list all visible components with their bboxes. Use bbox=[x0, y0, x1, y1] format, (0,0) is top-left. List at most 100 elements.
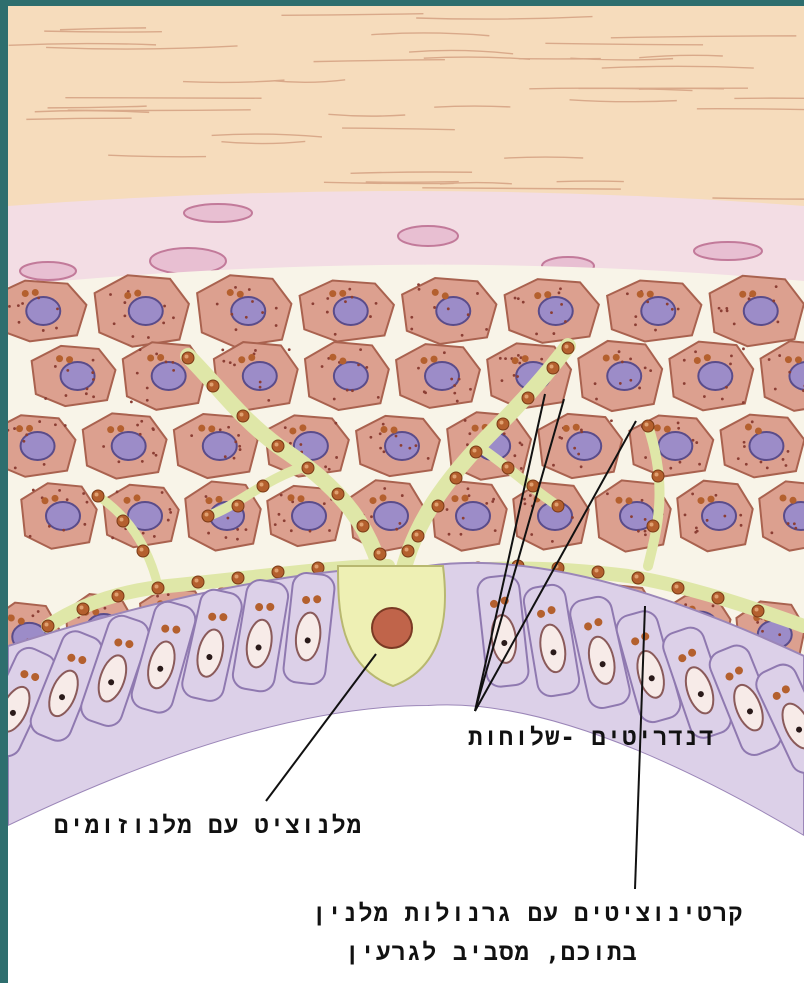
melanosome-highlight bbox=[45, 623, 49, 627]
cytoplasm-dot bbox=[427, 457, 430, 460]
cytoplasm-dot bbox=[326, 311, 329, 314]
cytoplasm-dot bbox=[54, 423, 57, 426]
cytoplasm-dot bbox=[83, 523, 86, 526]
cytoplasm-dot bbox=[116, 490, 119, 493]
keratinocyte-nucleus bbox=[539, 297, 573, 325]
cytoplasm-dot bbox=[698, 463, 701, 466]
melanosome bbox=[642, 420, 654, 432]
melanosome-highlight bbox=[240, 413, 244, 417]
melanosome-highlight bbox=[675, 585, 679, 589]
cytoplasm-dot bbox=[236, 538, 239, 541]
cytoplasm-dot bbox=[468, 432, 471, 435]
melanosome bbox=[92, 490, 104, 502]
melanin-granule bbox=[647, 291, 654, 298]
cytoplasm-dot bbox=[309, 530, 312, 533]
cytoplasm-dot bbox=[501, 379, 504, 382]
cytoplasm-dot bbox=[383, 450, 386, 453]
cytoplasm-dot bbox=[683, 382, 686, 385]
melanin-granule bbox=[329, 290, 336, 297]
melanin-granule bbox=[16, 425, 23, 432]
cytoplasm-dot bbox=[756, 621, 759, 624]
cytoplasm-dot bbox=[248, 288, 251, 291]
cytoplasm-dot bbox=[401, 494, 404, 497]
melanin-granule bbox=[381, 426, 388, 433]
melanosome-highlight bbox=[550, 365, 554, 369]
cytoplasm-dot bbox=[261, 311, 264, 314]
melanin-granule bbox=[522, 355, 529, 362]
cytoplasm-dot bbox=[725, 307, 728, 310]
melanosome-highlight bbox=[565, 345, 569, 349]
melanosome-highlight bbox=[525, 395, 529, 399]
cytoplasm-dot bbox=[774, 388, 777, 391]
cytoplasm-dot bbox=[207, 532, 210, 535]
melanin-granule bbox=[739, 291, 746, 298]
cytoplasm-dot bbox=[395, 528, 398, 531]
cytoplasm-dot bbox=[469, 388, 472, 391]
cytoplasm-dot bbox=[357, 363, 360, 366]
melanosome-highlight bbox=[275, 443, 279, 447]
cytoplasm-dot bbox=[443, 351, 446, 354]
cytoplasm-dot bbox=[165, 360, 168, 363]
cytoplasm-dot bbox=[92, 395, 95, 398]
cytoplasm-dot bbox=[205, 495, 208, 498]
cytoplasm-dot bbox=[163, 305, 166, 308]
cytoplasm-dot bbox=[383, 487, 386, 490]
cytoplasm-dot bbox=[748, 297, 751, 300]
melanosome bbox=[752, 605, 764, 617]
cytoplasm-dot bbox=[346, 389, 349, 392]
melanin-granule bbox=[780, 495, 787, 502]
melanosome-highlight bbox=[415, 533, 419, 537]
cytoplasm-dot bbox=[417, 283, 420, 286]
cytoplasm-dot bbox=[123, 314, 126, 317]
cytoplasm-dot bbox=[146, 399, 149, 402]
cytoplasm-dot bbox=[17, 304, 20, 307]
melanin-granule bbox=[216, 496, 223, 503]
cytoplasm-dot bbox=[229, 361, 232, 364]
cytoplasm-dot bbox=[155, 352, 158, 355]
melanin-granule bbox=[208, 425, 215, 432]
melanin-granule bbox=[664, 426, 671, 433]
melanosome bbox=[450, 472, 462, 484]
figure-canvas: דנדריטים -שלוחות מלנוציט עם מלנוזומים קר… bbox=[8, 6, 804, 983]
cytoplasm-dot bbox=[333, 398, 336, 401]
cytoplasm-dot bbox=[131, 335, 134, 338]
cytoplasm-dot bbox=[280, 494, 283, 497]
cytoplasm-dot bbox=[152, 428, 155, 431]
melanosome-highlight bbox=[473, 449, 477, 453]
melanosome-highlight bbox=[650, 523, 654, 527]
melanosome-highlight bbox=[195, 579, 199, 583]
cytoplasm-dot bbox=[64, 424, 67, 427]
melanin-granule bbox=[157, 354, 164, 361]
cytoplasm-dot bbox=[467, 487, 470, 490]
melanin-granule bbox=[421, 357, 428, 364]
cytoplasm-dot bbox=[225, 536, 228, 539]
cytoplasm-dot bbox=[745, 463, 748, 466]
cytoplasm-dot bbox=[25, 433, 28, 436]
cytoplasm-dot bbox=[274, 523, 277, 526]
cytoplasm-dot bbox=[740, 524, 743, 527]
melanosome bbox=[562, 342, 574, 354]
cytoplasm-dot bbox=[369, 315, 372, 318]
melanosome bbox=[272, 440, 284, 452]
keratinocyte-nucleus bbox=[334, 362, 368, 390]
cytoplasm-dot bbox=[290, 529, 293, 532]
keratinocyte-nucleus bbox=[46, 502, 80, 530]
cytoplasm-dot bbox=[618, 350, 621, 353]
keratinocyte-nucleus bbox=[702, 502, 736, 530]
cytoplasm-dot bbox=[324, 465, 327, 468]
cytoplasm-dot bbox=[518, 362, 521, 365]
cytoplasm-dot bbox=[92, 359, 95, 362]
melanin-granule bbox=[745, 424, 752, 431]
cytoplasm-dot bbox=[535, 332, 538, 335]
cytoplasm-dot bbox=[629, 379, 632, 382]
cytoplasm-dot bbox=[382, 423, 385, 426]
melanin-granule bbox=[227, 289, 234, 296]
cytoplasm-dot bbox=[551, 540, 554, 543]
cytoplasm-dot bbox=[760, 461, 763, 464]
cytoplasm-dot bbox=[335, 456, 338, 459]
keratinocyte-nucleus bbox=[567, 432, 601, 460]
cytoplasm-dot bbox=[288, 348, 291, 351]
cytoplasm-dot bbox=[395, 435, 398, 438]
melanocyte-nucleus bbox=[372, 608, 412, 648]
dermis-fiber bbox=[65, 98, 261, 99]
